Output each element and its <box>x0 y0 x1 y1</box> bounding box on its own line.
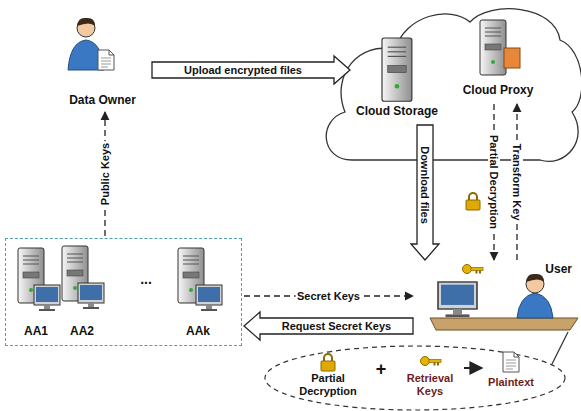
lock-symbol <box>466 193 480 210</box>
node-label: AAk <box>186 325 210 339</box>
document-symbol-part <box>503 352 519 372</box>
authority-servers-part <box>34 285 60 311</box>
actor-node: User <box>415 262 578 332</box>
authority-servers-part <box>196 285 222 311</box>
edge-label: Request Secret Keys <box>280 320 393 332</box>
lock-symbol <box>321 354 335 371</box>
node-label: Data Owner <box>69 94 136 108</box>
authority-node: AAk <box>174 245 222 341</box>
user-icon-part <box>526 274 544 282</box>
data-owner-icon-part <box>77 18 95 26</box>
cloud-storage-server-part <box>382 38 412 101</box>
authority-node: AA2 <box>60 245 104 341</box>
lock-symbol-part <box>321 354 335 371</box>
data-owner-icon <box>68 18 114 70</box>
actor-node: Data Owner <box>55 8 150 110</box>
edge-label: Secret Keys <box>295 290 362 302</box>
operator-symbol: + <box>376 360 387 378</box>
key-symbol <box>421 357 442 366</box>
edge-label: Public Keys <box>99 141 111 207</box>
cloud-proxy-server-part <box>480 20 506 75</box>
node-label: ... <box>140 271 152 287</box>
step-node: Partial Decryption <box>288 350 368 402</box>
data-owner-icon-part <box>98 50 114 70</box>
key-symbol-part <box>421 357 442 366</box>
document-symbol <box>503 352 519 372</box>
node-label: AA1 <box>24 325 48 339</box>
leader-line <box>552 332 568 364</box>
authority-servers <box>18 246 222 311</box>
user-icon-part <box>463 265 484 274</box>
step-node: Retrieval Keys <box>398 350 462 402</box>
server-node: Cloud Storage <box>352 35 442 123</box>
decryption-ellipse <box>265 346 565 410</box>
block-arrow <box>152 56 350 84</box>
node-label: Partial Decryption <box>290 372 366 397</box>
edge-label: Download files <box>419 144 431 226</box>
cloud-outline <box>326 9 581 162</box>
node-label: User <box>545 263 572 277</box>
node-label: Cloud Storage <box>356 105 438 119</box>
authority-node: AA1 <box>14 245 58 341</box>
arrow <box>464 367 482 369</box>
cloud-proxy-server <box>480 20 520 75</box>
cloud-proxy-server-part <box>504 48 520 68</box>
edge-label: Transform Key <box>511 141 523 222</box>
node-label: AA2 <box>70 325 94 339</box>
edge-label: Partial Decryption <box>488 133 500 231</box>
node-label: Retrieval Keys <box>400 372 460 397</box>
user-icon-part <box>517 293 553 318</box>
authority-group: ... AA1 AA2 AAk <box>5 238 242 346</box>
user-icon-part <box>430 318 578 330</box>
block-arrow <box>411 125 439 260</box>
cloud-storage-server <box>382 38 412 101</box>
lock-symbol-part <box>466 193 480 210</box>
node-label: Plaintext <box>488 376 534 389</box>
authority-servers-part <box>78 283 104 309</box>
user-icon-part <box>438 282 477 317</box>
block-arrow <box>244 312 413 340</box>
server-node: Cloud Proxy <box>452 18 544 102</box>
edge-label: Upload encrypted files <box>182 64 304 76</box>
step-node: Plaintext <box>484 350 538 396</box>
node-label: Cloud Proxy <box>463 84 534 98</box>
